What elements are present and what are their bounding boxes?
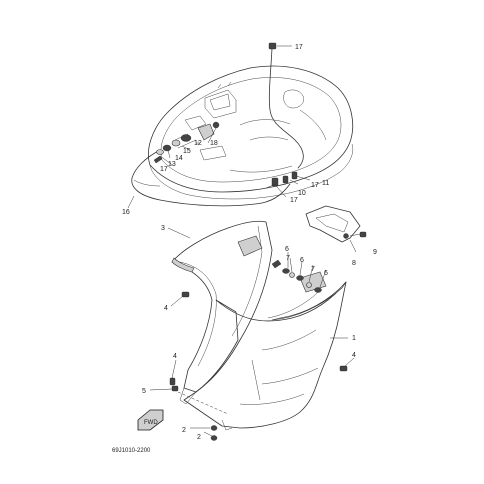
- fwd-label: FWD: [144, 420, 158, 426]
- label-part-11: 11: [322, 180, 329, 187]
- label-part-9: 9: [373, 249, 377, 256]
- label-part-18: 18: [210, 140, 218, 147]
- label-part-4-left: 4: [164, 305, 168, 312]
- label-part-6-b: 6: [324, 270, 328, 277]
- forward-arrow-icon: FWD: [137, 409, 164, 431]
- label-part-16: 16: [122, 209, 130, 216]
- label-part-7-b: 7: [311, 266, 315, 273]
- part-labels: 17 16 3 12 15 14 13 17 18 17 11 10 17 6 …: [122, 44, 377, 441]
- label-part-2-a: 2: [182, 427, 186, 434]
- bracket-8: [305, 205, 361, 243]
- label-part-4-right: 4: [352, 352, 356, 359]
- label-part-17-rear: 17: [311, 182, 319, 189]
- bottom-fasteners: [169, 231, 367, 441]
- label-part-14: 14: [175, 155, 183, 162]
- label-part-15: 15: [183, 148, 191, 155]
- label-part-5: 5: [142, 388, 146, 395]
- top-cowling: [148, 65, 354, 200]
- cowling-small-parts: [153, 42, 298, 187]
- label-part-10: 10: [298, 190, 306, 197]
- bottom-cowling: [171, 220, 347, 431]
- label-part-8: 8: [352, 260, 356, 267]
- label-part-2-b: 2: [197, 434, 201, 441]
- label-part-17: 17: [295, 44, 303, 51]
- label-part-17-lower: 17: [290, 197, 298, 204]
- label-part-6-c: 6: [300, 257, 304, 264]
- label-part-13: 13: [168, 161, 176, 168]
- label-part-6-a: 6: [285, 246, 289, 253]
- label-part-7-a: 7: [286, 255, 290, 262]
- label-part-1: 1: [352, 335, 356, 342]
- label-part-3: 3: [161, 225, 165, 232]
- drawing-code: 69J1010-2200: [112, 448, 151, 454]
- label-part-4-lower: 4: [173, 353, 177, 360]
- label-part-12: 12: [194, 140, 202, 147]
- label-part-17-latch: 17: [160, 166, 168, 173]
- wire-harness: [131, 47, 304, 207]
- leader-lines: [127, 45, 357, 437]
